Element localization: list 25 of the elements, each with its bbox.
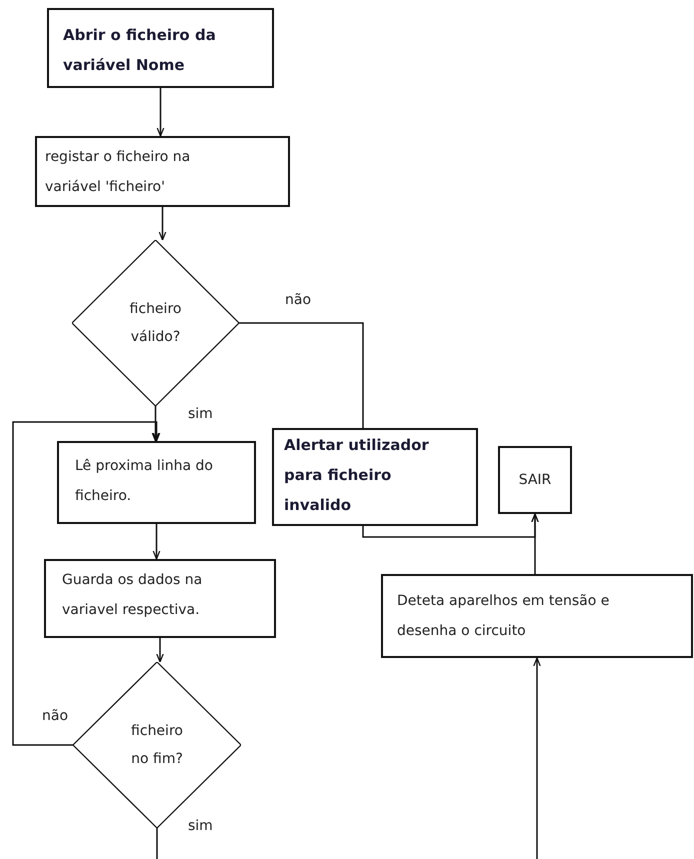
node-text: ficheiro válido?: [128, 300, 182, 347]
node-text: Deteta aparelhos em tensão e desenha o circuito: [397, 592, 610, 641]
node-text: ficheiro no fim?: [130, 722, 184, 769]
connector-arrow: [158, 207, 166, 241]
connector-arrow: [156, 638, 164, 663]
node-text: SAIR: [518, 471, 552, 490]
process-box: [272, 428, 478, 526]
connector-arrow: [533, 657, 541, 859]
process-box: [57, 441, 256, 524]
node-text: registar o ficheiro na variável 'ficheiro': [45, 148, 192, 197]
connector-arrow: [12, 421, 160, 746]
node-text: Lê proxima linha do ficheiro.: [75, 457, 214, 506]
connector-arrow: [152, 524, 160, 560]
node-text: Alertar utilizador para ficheiro invalido: [284, 435, 430, 516]
process-box: [381, 574, 693, 658]
connector-arrow: [531, 513, 539, 574]
process-box: [44, 559, 276, 638]
process-box: [47, 8, 274, 88]
decision-diamond: [72, 240, 239, 406]
node-text: Guarda os dados na variavel respectiva.: [62, 571, 204, 620]
process-box: [35, 136, 290, 207]
node-text: Abrir o ficheiro da variável Nome: [63, 25, 217, 76]
connector-arrow: [152, 406, 160, 442]
connector-arrow: [156, 88, 164, 137]
process-box: [498, 446, 572, 514]
